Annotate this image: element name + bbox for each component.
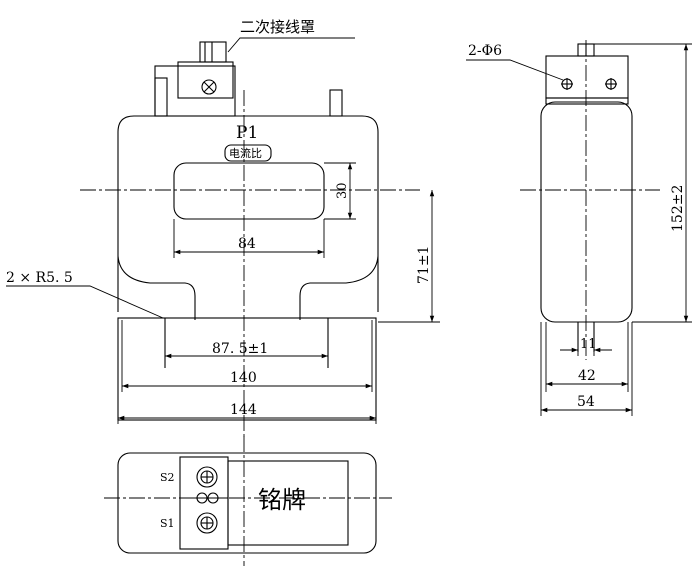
hole-spec-label: 2-Φ6 [468,43,502,59]
dim-inner-width: 140 [230,370,257,386]
side-terminal-block [545,55,629,99]
side-body [540,101,633,323]
side-view [540,43,633,352]
ratio-tag-label: 电流比 [229,146,262,160]
bottom-view [117,452,377,554]
dim-overall-width: 144 [230,402,257,418]
front-center-lines [80,90,420,440]
s2-label: S2 [160,471,175,484]
base-slots [164,318,329,368]
p1-label: P1 [236,123,258,143]
window-opening [173,162,325,220]
dim-bolt-pitch: 11 [580,337,597,352]
dim-side-overall: 54 [577,394,595,410]
dim-center-height: 71±1 [416,246,432,284]
side-center-lines [520,40,660,360]
nameplate-box [227,460,349,546]
bottom-body [117,452,377,554]
dim-base-span: 87. 5±1 [212,341,268,357]
p1-terminal-screw [201,79,217,95]
dim-overall-height: 152±2 [670,185,686,232]
nameplate-label: 铭牌 [258,486,306,514]
dim-side-inner: 42 [578,368,596,384]
side-dimensions [466,43,692,416]
s1-terminal [196,512,218,534]
secondary-cover-label: 二次接线罩 [240,18,315,36]
bottom-center-lines [104,436,392,566]
dim-window-height: 30 [335,182,350,199]
front-view [117,41,379,421]
fillet-spec-label: 2 × R5. 5 [6,270,73,286]
dim-window-width: 84 [238,236,256,252]
front-dimensions [6,37,440,424]
annotations: 二次接线罩 2-Φ6 P1 电流比 2 × R5. 5 铭牌 S2 S1 30 … [6,18,686,530]
s2-terminal [196,466,218,488]
front-body-outline [117,115,379,320]
s1-label: S1 [160,517,175,530]
ratio-tag-box [224,144,272,162]
